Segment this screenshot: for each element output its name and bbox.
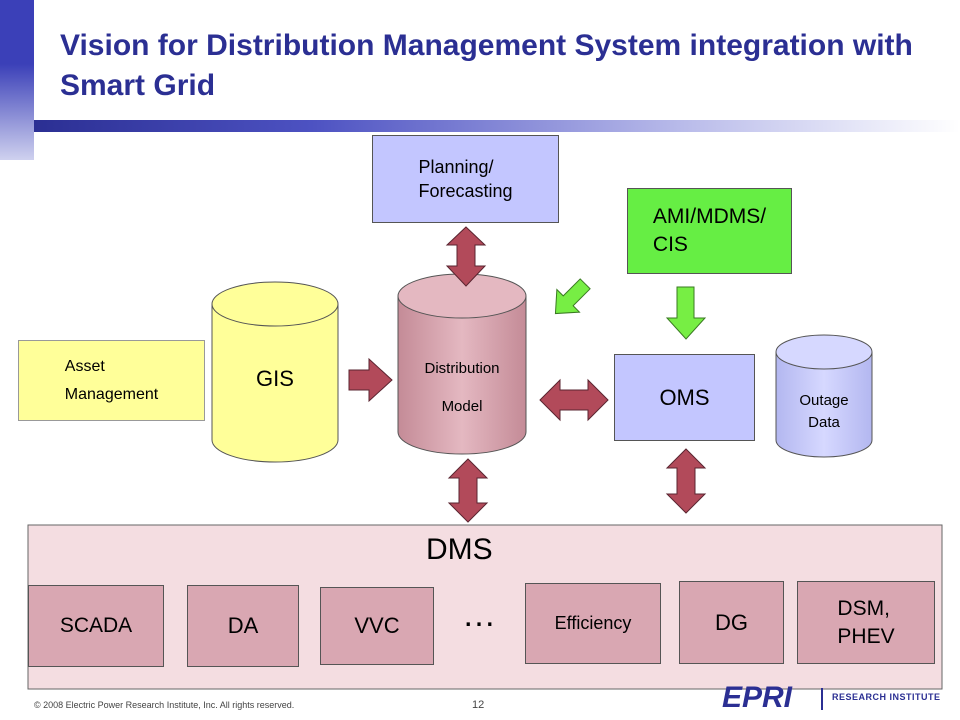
dsm-phev-label: DSM, PHEV — [837, 596, 895, 648]
dms-module-dsm-phev: DSM, PHEV — [797, 581, 935, 664]
outage-data-label: Outage Data — [799, 392, 849, 431]
arrow-distribution-oms — [539, 378, 609, 422]
asset-management-box: Asset Management — [18, 340, 205, 421]
ami-mdms-cis-label: AMI/MDMS/ CIS — [652, 205, 767, 256]
svg-text:EPRI: EPRI — [722, 681, 793, 714]
gis-label: GIS — [256, 366, 294, 391]
arrow-gis-distribution — [348, 357, 393, 403]
scada-label: SCADA — [59, 614, 133, 637]
dms-module-scada: SCADA — [28, 585, 164, 667]
slide-title: Vision for Distribution Management Syste… — [60, 29, 913, 102]
oms-box: OMS — [614, 354, 755, 441]
da-label: DA — [227, 613, 259, 638]
epri-logo-mark: EPRI — [722, 681, 823, 714]
efficiency-label: Efficiency — [554, 613, 632, 633]
arrow-ami-oms — [665, 286, 707, 340]
copyright-text: © 2008 Electric Power Research Institute… — [34, 700, 295, 710]
dms-module-dg: DG — [679, 581, 784, 664]
epri-logo-text: RESEARCH INSTITUTE — [832, 692, 941, 702]
dms-label: DMS — [426, 533, 493, 566]
distribution-model-label: Distribution Model — [424, 360, 500, 415]
page-number: 12 — [472, 699, 485, 711]
dms-module-da: DA — [187, 585, 299, 667]
planning-forecasting-label: Planning/ Forecasting — [418, 157, 513, 201]
dg-label: DG — [715, 609, 748, 635]
distribution-model-cylinder — [397, 273, 527, 455]
gis-cylinder — [211, 281, 339, 463]
outage-data-cylinder — [775, 334, 873, 458]
asset-management-label: Asset Management — [64, 357, 159, 403]
arrow-planning-distribution — [445, 226, 487, 287]
dms-ellipsis: … — [462, 596, 496, 634]
title-underline-bar — [34, 120, 960, 132]
arrow-ami-distribution — [554, 278, 591, 315]
arrow-oms-dms — [665, 448, 707, 514]
left-accent-bar — [0, 0, 34, 160]
ami-mdms-cis-box: AMI/MDMS/ CIS — [627, 188, 792, 274]
dms-container — [27, 524, 943, 690]
oms-label: OMS — [659, 384, 710, 410]
arrow-distribution-dms — [447, 458, 489, 523]
dms-module-vvc: VVC — [320, 587, 434, 665]
planning-forecasting-box: Planning/ Forecasting — [372, 135, 559, 223]
vvc-label: VVC — [354, 613, 400, 638]
dms-module-efficiency: Efficiency — [525, 583, 661, 664]
